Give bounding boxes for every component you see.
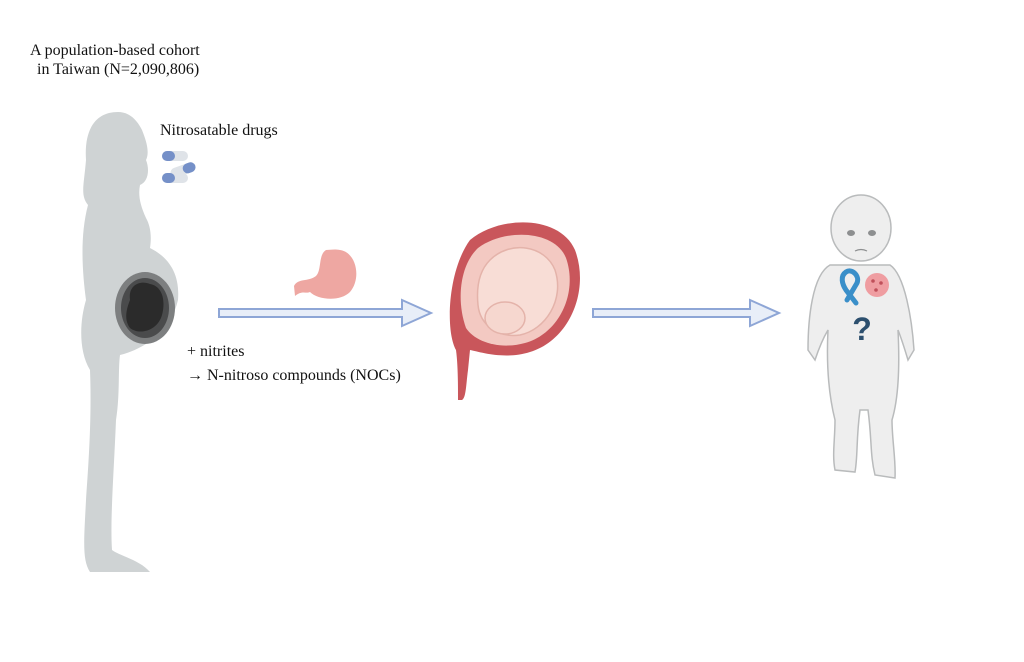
arrow-right-2 — [592, 298, 782, 328]
reaction-line2: → N-nitroso compounds (NOCs) — [187, 367, 401, 384]
fetus-icon — [115, 272, 175, 344]
question-mark-icon: ? — [852, 311, 872, 347]
uterus-fetus-icon — [449, 222, 580, 400]
cohort-title-line1: A population-based cohort — [30, 42, 200, 59]
baby-icon — [807, 194, 915, 479]
exposure-label: Nitrosatable drugs — [160, 122, 278, 139]
pregnant-woman-icon — [81, 112, 179, 572]
cohort-title-line2: in Taiwan (N=2,090,806) — [37, 61, 200, 78]
tumor-cell-icon — [865, 273, 889, 297]
stomach-icon — [294, 249, 357, 299]
arrow-right-1 — [218, 298, 434, 328]
pills-icon — [162, 151, 196, 183]
baby-face-icon — [847, 230, 876, 252]
cancer-ribbon-icon — [839, 268, 861, 306]
reaction-line1: + nitrites — [187, 343, 245, 360]
